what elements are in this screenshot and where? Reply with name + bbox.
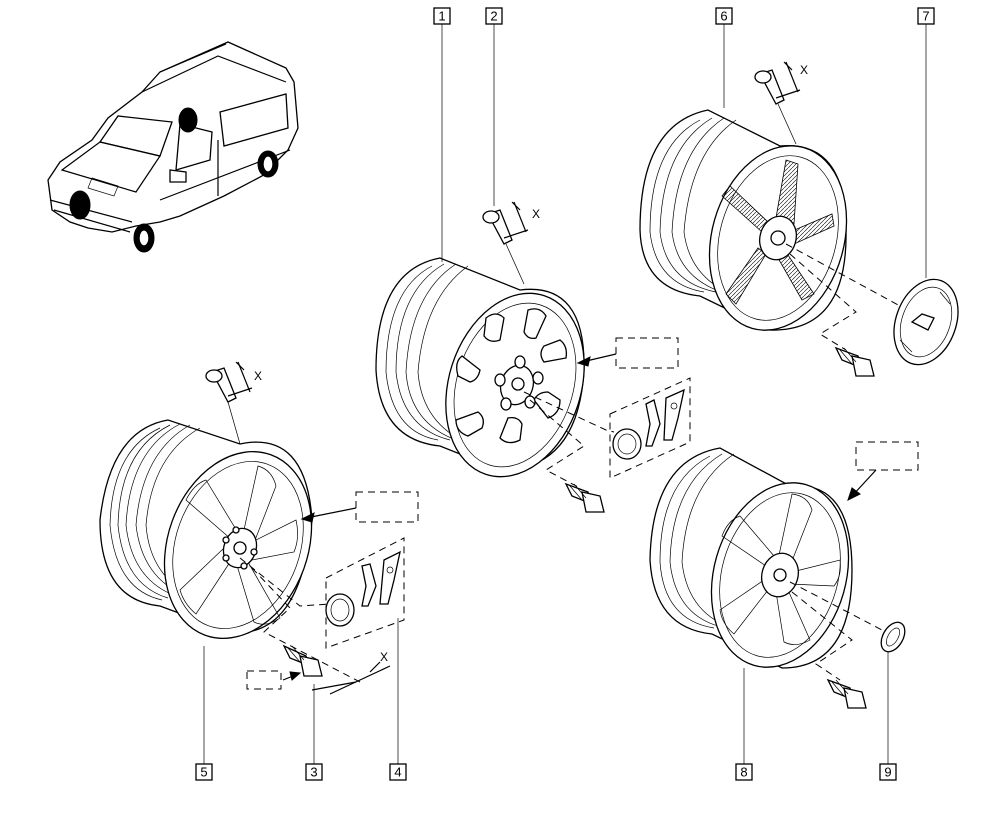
kit-center-group <box>609 377 691 479</box>
callout-2-label: 2 <box>490 9 497 24</box>
callout-8-label: 8 <box>740 765 747 780</box>
callout-6: 6 <box>715 7 733 25</box>
center-cap-9-icon <box>880 621 906 653</box>
callout-2: 2 <box>485 7 503 25</box>
wheel-bolt-6-icon <box>834 346 875 377</box>
wheel-bolt-1-icon <box>564 482 605 513</box>
van-illustration <box>47 41 299 253</box>
alloy-wheel-8 <box>649 441 919 681</box>
alloy-wheel-6: X <box>639 61 901 351</box>
svg-text:X: X <box>532 207 540 221</box>
svg-text:X: X <box>254 369 262 383</box>
callout-9: 9 <box>879 763 897 781</box>
callout-5-label: 5 <box>200 765 207 780</box>
callout-1: 1 <box>433 7 451 25</box>
alloy-wheel-5: X <box>99 361 419 683</box>
callout-6-label: 6 <box>720 9 727 24</box>
wheel-bolt-8-icon <box>826 678 867 709</box>
callout-5: 5 <box>195 763 213 781</box>
valve-6-icon: X <box>754 61 808 105</box>
svg-text:X: X <box>800 63 808 77</box>
valve-5-icon: X <box>205 361 262 403</box>
center-cap-5-icon <box>325 593 355 627</box>
callout-7-label: 7 <box>922 9 929 24</box>
center-cap-1-icon <box>612 428 642 460</box>
kit-4-group <box>325 537 405 649</box>
hub-cap-7-icon <box>893 278 959 366</box>
callout-4-label: 4 <box>394 765 401 780</box>
wheel-bolt-3-icon: X <box>246 644 391 695</box>
bolt-dimension-x: X <box>380 650 388 664</box>
callout-1-label: 1 <box>438 9 445 24</box>
callout-8: 8 <box>735 763 753 781</box>
callout-3: 3 <box>305 763 323 781</box>
alloy-wheel-1: X <box>375 201 679 489</box>
callout-leaders <box>203 24 927 764</box>
callout-4: 4 <box>389 763 407 781</box>
valve-2-icon: X <box>482 201 540 245</box>
callout-9-label: 9 <box>884 765 891 780</box>
callout-3-label: 3 <box>310 765 317 780</box>
callout-7: 7 <box>917 7 935 25</box>
